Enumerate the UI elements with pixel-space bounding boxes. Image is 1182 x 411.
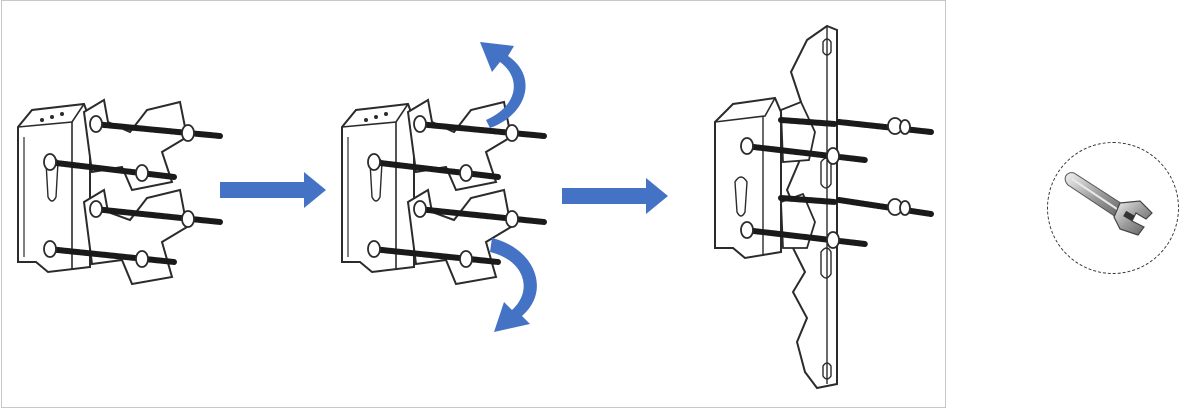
rotation-arrow-up [478, 36, 540, 134]
bracket-assembly-step-1 [12, 92, 227, 297]
flow-arrow-right-2 [560, 176, 672, 216]
bracket-assembly-step-3-mounted [705, 22, 945, 392]
wrench-icon [1064, 172, 1153, 236]
tool-circle [1047, 142, 1179, 274]
flow-arrow-right-1 [218, 170, 330, 210]
bracket-assembly-step-2 [336, 92, 551, 297]
rotation-arrow-down [488, 232, 550, 336]
